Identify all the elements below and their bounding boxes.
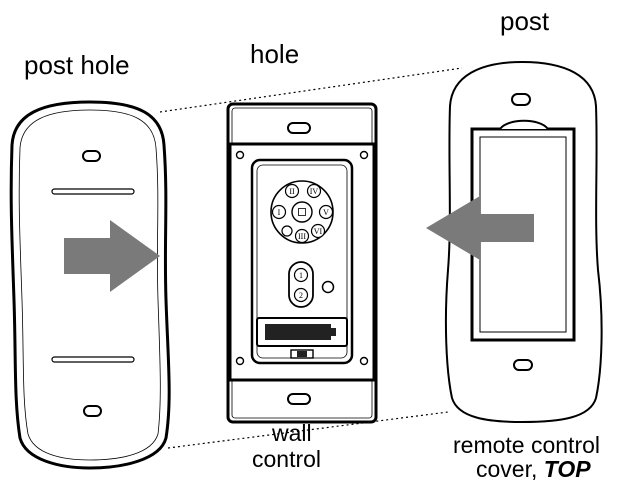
cover-post-bottom: [513, 359, 533, 371]
slot-line-top: [51, 188, 135, 195]
wall-control-label-line1: wall: [272, 420, 312, 446]
indicator-light: [321, 280, 335, 294]
screw-top-right: [359, 150, 369, 160]
screw-bottom-right: [359, 356, 369, 366]
keypad-button-2: II: [284, 183, 300, 199]
arrow-left-icon: [426, 196, 534, 260]
post-label: post: [500, 6, 550, 36]
remote-cover-label-prefix: cover,: [476, 456, 544, 482]
cover-window-tab: [499, 119, 549, 130]
post-hole-label: post hole: [24, 50, 130, 80]
keypad-label-4: IV: [310, 187, 319, 196]
mount-hole-bottom: [287, 393, 311, 405]
keypad-label-5: V: [323, 208, 329, 217]
mount-hole-top: [287, 122, 311, 134]
keypad-button-1: I: [271, 204, 287, 220]
keypad-label-3: III: [298, 232, 306, 241]
center-button: [291, 201, 313, 223]
guide-line-top: [159, 67, 463, 113]
keypad-button-3: III: [294, 228, 310, 244]
screw-bottom-left: [235, 356, 245, 366]
keypad-label-1: I: [278, 208, 281, 217]
screw-top-left: [235, 150, 245, 160]
keypad-dot: [281, 225, 293, 237]
post-hole-bottom: [83, 405, 102, 417]
keypad-button-6: VI: [310, 223, 326, 239]
rocker-up-button: 1: [293, 267, 309, 283]
keypad-button-5: V: [318, 204, 334, 220]
keypad-label-2: II: [289, 187, 295, 196]
cover-post-top: [511, 93, 531, 106]
hole-label: hole: [250, 39, 300, 69]
remote-cover-label-line1: remote control: [453, 432, 601, 458]
rocker-up-label: 1: [299, 271, 303, 280]
center-button-square: [298, 208, 306, 216]
keypad-button-4: IV: [306, 183, 322, 199]
remote-cover-label-line2: cover, TOP: [476, 456, 591, 483]
slot-line-bottom: [51, 356, 135, 363]
post-hole-top: [82, 150, 101, 162]
rocker-down-button: 2: [293, 287, 309, 303]
wall-control: I II IV V VI III 1 2: [226, 102, 378, 424]
guide-line-bottom: [167, 411, 449, 449]
wall-control-label-line2: control: [252, 446, 322, 472]
keypad-label-6: VI: [314, 227, 323, 236]
arrow-right-icon: [64, 220, 160, 292]
battery-latch-tab: [297, 351, 307, 357]
remote-cover-label-emphasis: TOP: [543, 456, 591, 482]
battery-clip: [331, 328, 336, 336]
battery: [265, 324, 331, 340]
remote-cover-back: [9, 100, 171, 470]
remote-cover-top: [426, 60, 603, 424]
remote-cover-back-inner: [18, 109, 161, 461]
rocker-down-label: 2: [299, 291, 303, 300]
